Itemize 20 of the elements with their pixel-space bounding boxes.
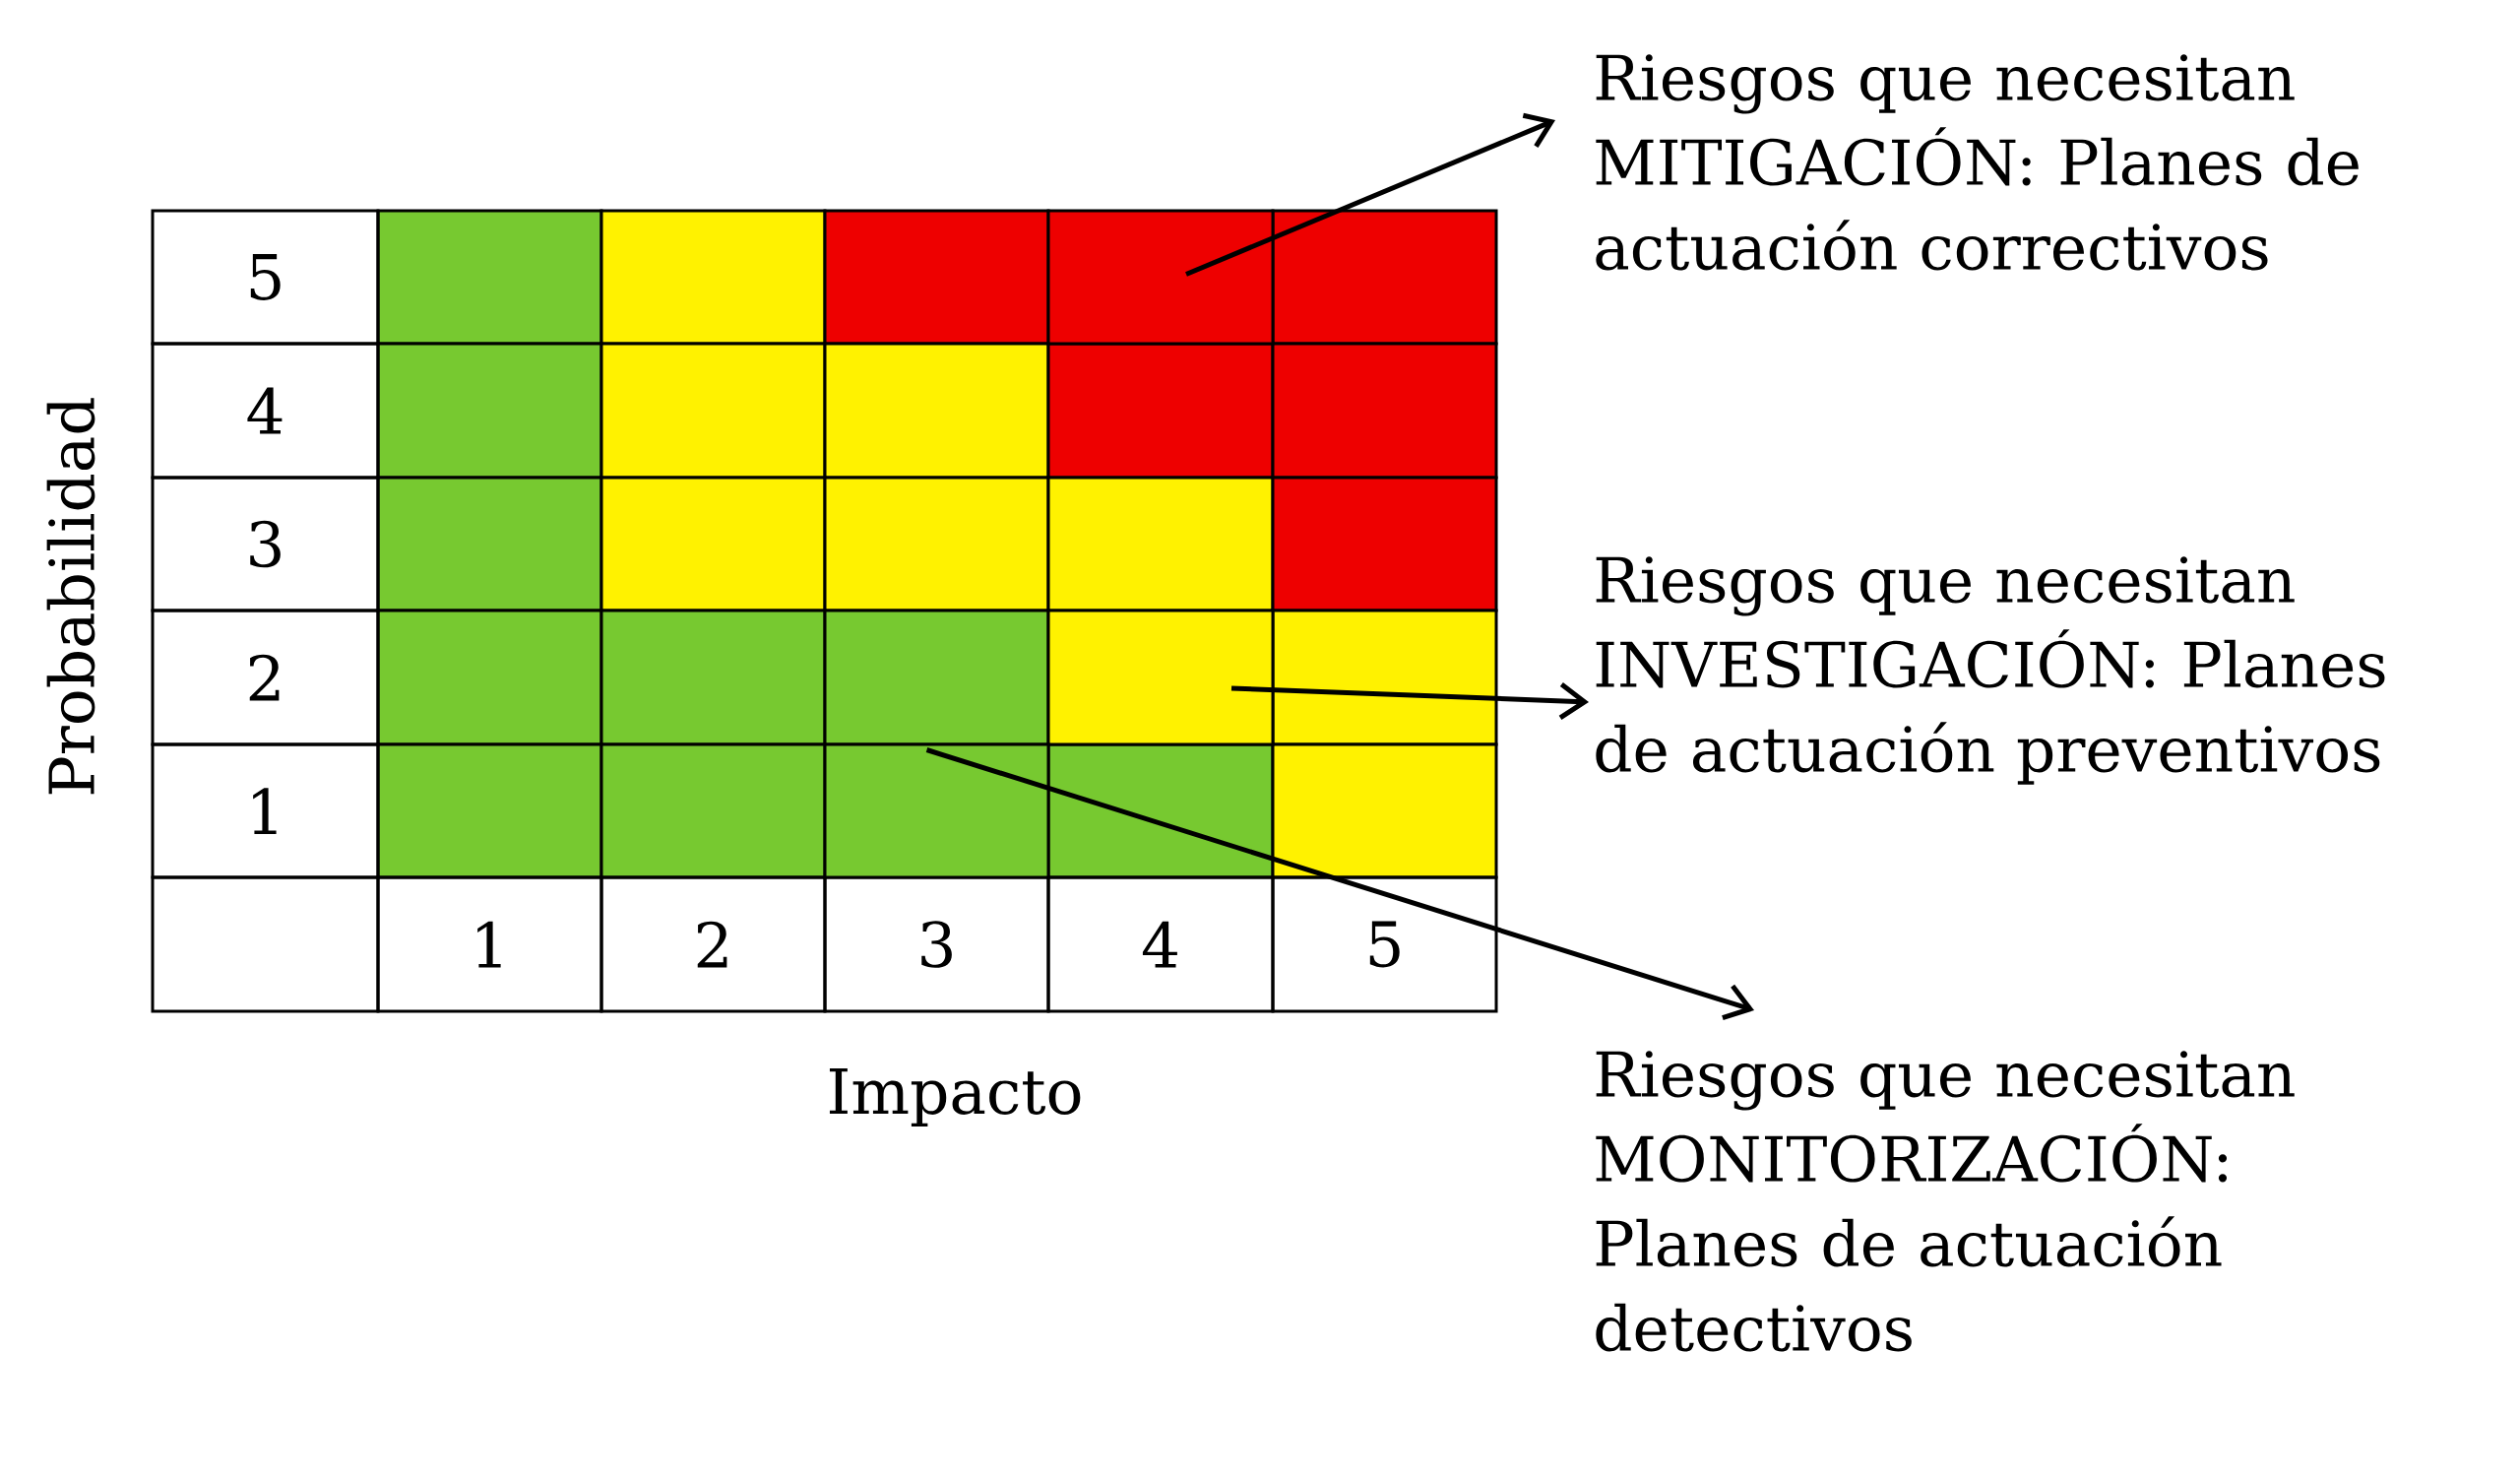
- table-cell: 2: [599, 875, 827, 1013]
- table-cell: 4: [1046, 875, 1275, 1013]
- table-cell: 5: [1271, 875, 1498, 1013]
- table-cell: 3: [151, 476, 380, 612]
- risk-cell: [823, 742, 1050, 879]
- axis-label: Impacto: [829, 1068, 1081, 1127]
- arrow: [925, 747, 1754, 1021]
- arrow: [1230, 681, 1589, 720]
- callout-text: Riesgos que necesitan INVESTIGACIÓN: Planes de actuación preventivos: [1596, 556, 2385, 785]
- risk-cell: [1046, 609, 1275, 746]
- axis-label: Probabilidad: [46, 398, 95, 795]
- table-cell: 2: [151, 609, 380, 746]
- risk-cell: [1046, 209, 1275, 346]
- table-cell: 4: [151, 342, 380, 480]
- table-cell: 1: [151, 742, 380, 879]
- callout-text: Riesgos que necesitan MONITORIZACIÓN: Planes de actuación detectivos: [1596, 1051, 2295, 1352]
- callout-text: Riesgos que necesitan MITIGACIÓN: Planes de actuación correctivos: [1596, 54, 2359, 271]
- table-cell: 5: [151, 209, 380, 346]
- arrow: [1185, 112, 1555, 277]
- table-cell: 1: [376, 875, 603, 1013]
